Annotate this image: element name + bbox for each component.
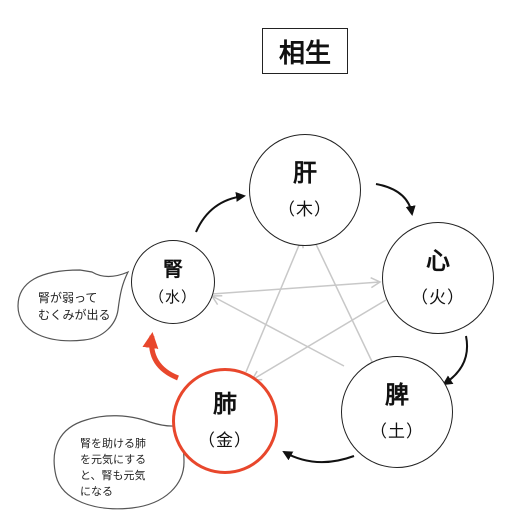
node-earth-element: （土） xyxy=(370,421,424,442)
node-fire-heart: 心 （火） xyxy=(382,222,494,334)
title-text: 相生 xyxy=(278,38,331,69)
node-water-organ: 腎 xyxy=(163,256,183,281)
node-metal-organ: 肺 xyxy=(213,390,237,419)
control-line-wood-earth xyxy=(313,239,378,372)
node-water-kidney: 腎 （水） xyxy=(131,240,215,324)
node-wood-liver: 肝 （木） xyxy=(249,134,361,246)
callout-bubble-metal xyxy=(53,415,188,510)
node-fire-element: （火） xyxy=(411,287,465,308)
arrow-fire-to-earth xyxy=(442,335,468,386)
node-wood-element: （木） xyxy=(278,199,332,220)
callout-bubble-water xyxy=(17,269,130,342)
page-title: 相生 xyxy=(262,28,348,74)
node-earth-organ: 脾 xyxy=(385,381,409,410)
arrow-water-to-wood xyxy=(195,191,246,233)
control-line-water-fire xyxy=(211,276,382,295)
arrow-earth-to-metal xyxy=(282,451,355,464)
node-water-element: （水） xyxy=(148,287,197,306)
control-line-fire-metal xyxy=(250,299,387,381)
arrow-metal-to-water xyxy=(142,332,180,381)
control-line-metal-wood xyxy=(245,236,304,373)
control-lines xyxy=(210,236,387,381)
node-wood-organ: 肝 xyxy=(293,159,317,188)
arrow-wood-to-fire xyxy=(375,183,416,216)
node-fire-organ: 心 xyxy=(426,247,450,276)
node-metal-lung: 肺 （金） xyxy=(172,368,278,474)
callout-metal-text: 腎を助ける肺 を元気にする と、腎も元気 になる xyxy=(80,437,147,498)
cycle-arrows xyxy=(142,183,468,464)
callout-water-text: 腎が弱って むくみが出る xyxy=(38,291,111,323)
control-line-earth-water xyxy=(210,295,345,367)
node-earth-spleen: 脾 （土） xyxy=(341,356,453,468)
node-metal-element: （金） xyxy=(198,430,252,451)
